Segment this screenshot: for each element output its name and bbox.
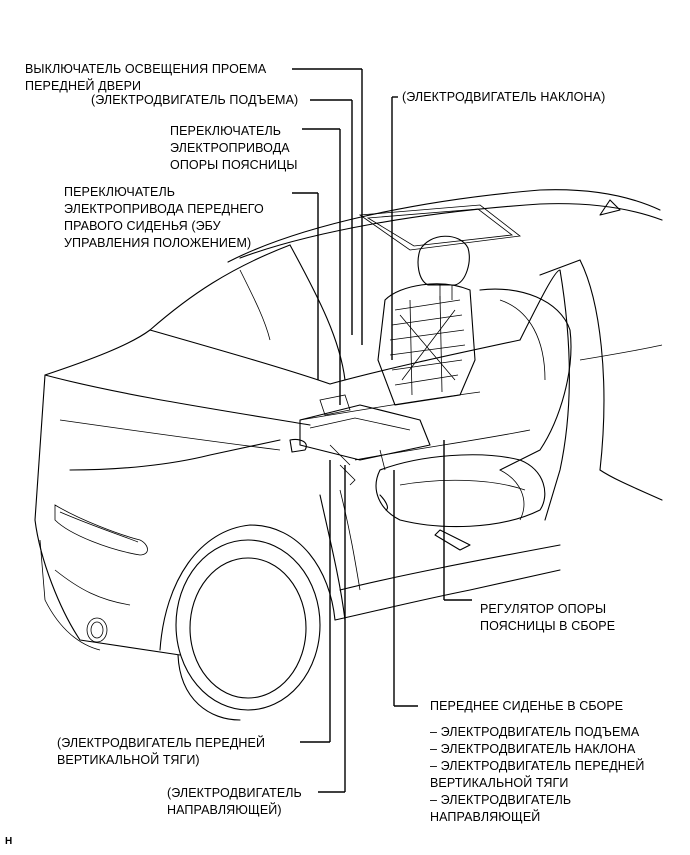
seat-switch-label-line2: ЭЛЕКТРОПРИВОДА ПЕРЕДНЕГО — [64, 202, 264, 216]
front-seat — [289, 235, 572, 551]
front-vertical-motor-label-line1: (ЭЛЕКТРОДВИГАТЕЛЬ ПЕРЕДНЕЙ — [57, 736, 266, 750]
front-seat-assembly-label: ПЕРЕДНЕЕ СИДЕНЬЕ В СБОРЕ — [430, 699, 624, 713]
lumbar-adjuster-label-line1: РЕГУЛЯТОР ОПОРЫ — [480, 602, 607, 616]
seat-switch-label-line1: ПЕРЕКЛЮЧАТЕЛЬ — [64, 185, 176, 199]
door-courtesy-switch-label-line1: ВЫКЛЮЧАТЕЛЬ ОСВЕЩЕНИЯ ПРОЕМА — [25, 62, 267, 76]
lumbar-switch-label-line2: ЭЛЕКТРОПРИВОДА — [170, 141, 290, 155]
recliner-motor-label: (ЭЛЕКТРОДВИГАТЕЛЬ НАКЛОНА) — [402, 90, 606, 104]
seat-switch-label-line4: УПРАВЛЕНИЯ ПОЛОЖЕНИЕМ) — [64, 236, 252, 250]
lumbar-switch-label-line1: ПЕРЕКЛЮЧАТЕЛЬ — [170, 124, 282, 138]
car-body — [34, 189, 663, 721]
figure-code: H — [5, 836, 13, 847]
list-item-slide-motor-line1: – ЭЛЕКТРОДВИГАТЕЛЬ — [430, 793, 572, 807]
lifter-motor-label: (ЭЛЕКТРОДВИГАТЕЛЬ ПОДЪЕМА) — [91, 93, 299, 107]
front-vertical-motor-label-line2: ВЕРТИКАЛЬНОЙ ТЯГИ) — [57, 753, 200, 767]
list-item-front-vertical-motor-line1: – ЭЛЕКТРОДВИГАТЕЛЬ ПЕРЕДНЕЙ — [430, 759, 645, 773]
slide-motor-label-line1: (ЭЛЕКТРОДВИГАТЕЛЬ — [167, 786, 302, 800]
list-item-slide-motor-line2: НАПРАВЛЯЮЩЕЙ — [430, 810, 541, 824]
lumbar-adjuster-label-line2: ПОЯСНИЦЫ В СБОРЕ — [480, 619, 616, 633]
door-courtesy-switch-label-line2: ПЕРЕДНЕЙ ДВЕРИ — [25, 79, 142, 93]
seat-switch-label-line3: ПРАВОГО СИДЕНЬЯ (ЭБУ — [64, 219, 221, 233]
lumbar-switch-label-line3: ОПОРЫ ПОЯСНИЦЫ — [170, 158, 298, 172]
list-item-front-vertical-motor-line2: ВЕРТИКАЛЬНОЙ ТЯГИ — [430, 776, 569, 790]
list-item-lifter-motor: – ЭЛЕКТРОДВИГАТЕЛЬ ПОДЪЕМА — [430, 725, 640, 739]
leader-lines — [292, 68, 472, 793]
list-item-recliner-motor: – ЭЛЕКТРОДВИГАТЕЛЬ НАКЛОНА — [430, 742, 636, 756]
slide-motor-label-line2: НАПРАВЛЯЮЩЕЙ) — [167, 803, 282, 817]
